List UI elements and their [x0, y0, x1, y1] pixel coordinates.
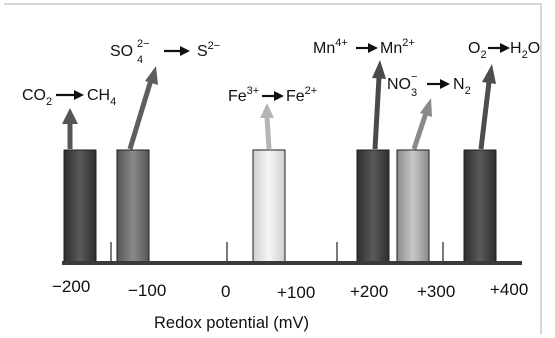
subscript: 2 [522, 49, 528, 61]
superscript: 2+ [402, 37, 415, 49]
subscript: 2 [46, 96, 52, 108]
product-label: S2− [197, 40, 220, 60]
species: O [468, 40, 480, 57]
reactant-label: SO [110, 43, 133, 60]
bar-fe [252, 149, 286, 264]
species: H [510, 40, 522, 57]
bars [63, 149, 497, 264]
tick-label: +100 [277, 283, 315, 302]
arrow-co2 [62, 108, 78, 149]
superscript: 4+ [335, 37, 348, 49]
product-label: Mn2+ [380, 37, 415, 57]
bar-mn [356, 149, 390, 264]
reaction-labels: CO2 CH4 SO 2− 4 S2− Fe3+ Fe2+ Mn4+ Mn2+ … [22, 37, 540, 108]
reaction-arrow-icon [488, 43, 510, 53]
bar-so4 [116, 149, 150, 264]
subscript: 2 [480, 49, 486, 61]
baseline-guides [110, 242, 444, 264]
species: CH [87, 87, 110, 104]
product-label: H2O [510, 40, 540, 61]
reactant-label: NO [387, 76, 411, 93]
arrow-o2 [478, 64, 496, 150]
species: Fe [228, 88, 247, 105]
reaction-o2: O2 H2O [468, 40, 540, 61]
species: Mn [380, 40, 402, 57]
superscript: 2+ [305, 85, 318, 97]
reaction-no3: NO − 3 N2 [387, 71, 471, 99]
reaction-fe: Fe3+ Fe2+ [228, 85, 317, 105]
bar-co2 [63, 149, 97, 264]
subscript: 3 [411, 87, 417, 99]
tick-label: 0 [221, 282, 230, 301]
species: N [453, 76, 465, 93]
axis-title: Redox potential (mV) [154, 314, 309, 332]
bar-no3 [396, 149, 430, 264]
arrow-no3 [411, 98, 432, 150]
arrow-fe [260, 103, 274, 150]
species: Mn [313, 40, 335, 57]
superscript: 2− [137, 38, 150, 50]
reaction-arrow-icon [262, 91, 284, 101]
species: NO [387, 76, 411, 93]
arrow-mn [372, 60, 386, 150]
superscript: − [411, 71, 417, 83]
arrow-so4 [127, 66, 158, 150]
product-label: CH4 [87, 87, 116, 108]
reactant-label: Fe3+ [228, 85, 259, 105]
reactant-label: Mn4+ [313, 37, 348, 57]
frame-border [4, 3, 542, 334]
tick-label: +400 [490, 280, 528, 299]
reaction-mn: Mn4+ Mn2+ [313, 37, 415, 57]
product-label: N2 [453, 76, 471, 97]
reactant-label: CO2 [22, 87, 52, 108]
superscript: 3+ [247, 85, 260, 97]
reaction-arrows [62, 60, 496, 150]
superscript: 2− [208, 40, 221, 52]
reaction-arrow-icon [356, 43, 378, 53]
reaction-arrow-icon [427, 79, 450, 89]
tick-label: −100 [128, 281, 166, 300]
reactant-label: O2 [468, 40, 487, 61]
subscript: 4 [110, 96, 116, 108]
subscript: 4 [137, 54, 143, 66]
species: O [528, 40, 540, 57]
species: CO [22, 87, 46, 104]
tick-label: +200 [350, 282, 388, 301]
product-label: Fe2+ [286, 85, 317, 105]
reaction-arrow-icon [56, 90, 84, 100]
bar-o2 [463, 149, 497, 264]
reaction-so4: SO 2− 4 S2− [110, 38, 220, 66]
tick-label: −200 [52, 277, 90, 296]
reaction-co2: CO2 CH4 [22, 87, 116, 108]
species: Fe [286, 88, 305, 105]
species: SO [110, 43, 133, 60]
species: S [197, 43, 208, 60]
axis-tick-labels: −200 −100 0 +100 +200 +300 +400 [52, 277, 528, 302]
tick-label: +300 [417, 282, 455, 301]
subscript: 2 [465, 85, 471, 97]
reaction-arrow-icon [164, 46, 190, 56]
